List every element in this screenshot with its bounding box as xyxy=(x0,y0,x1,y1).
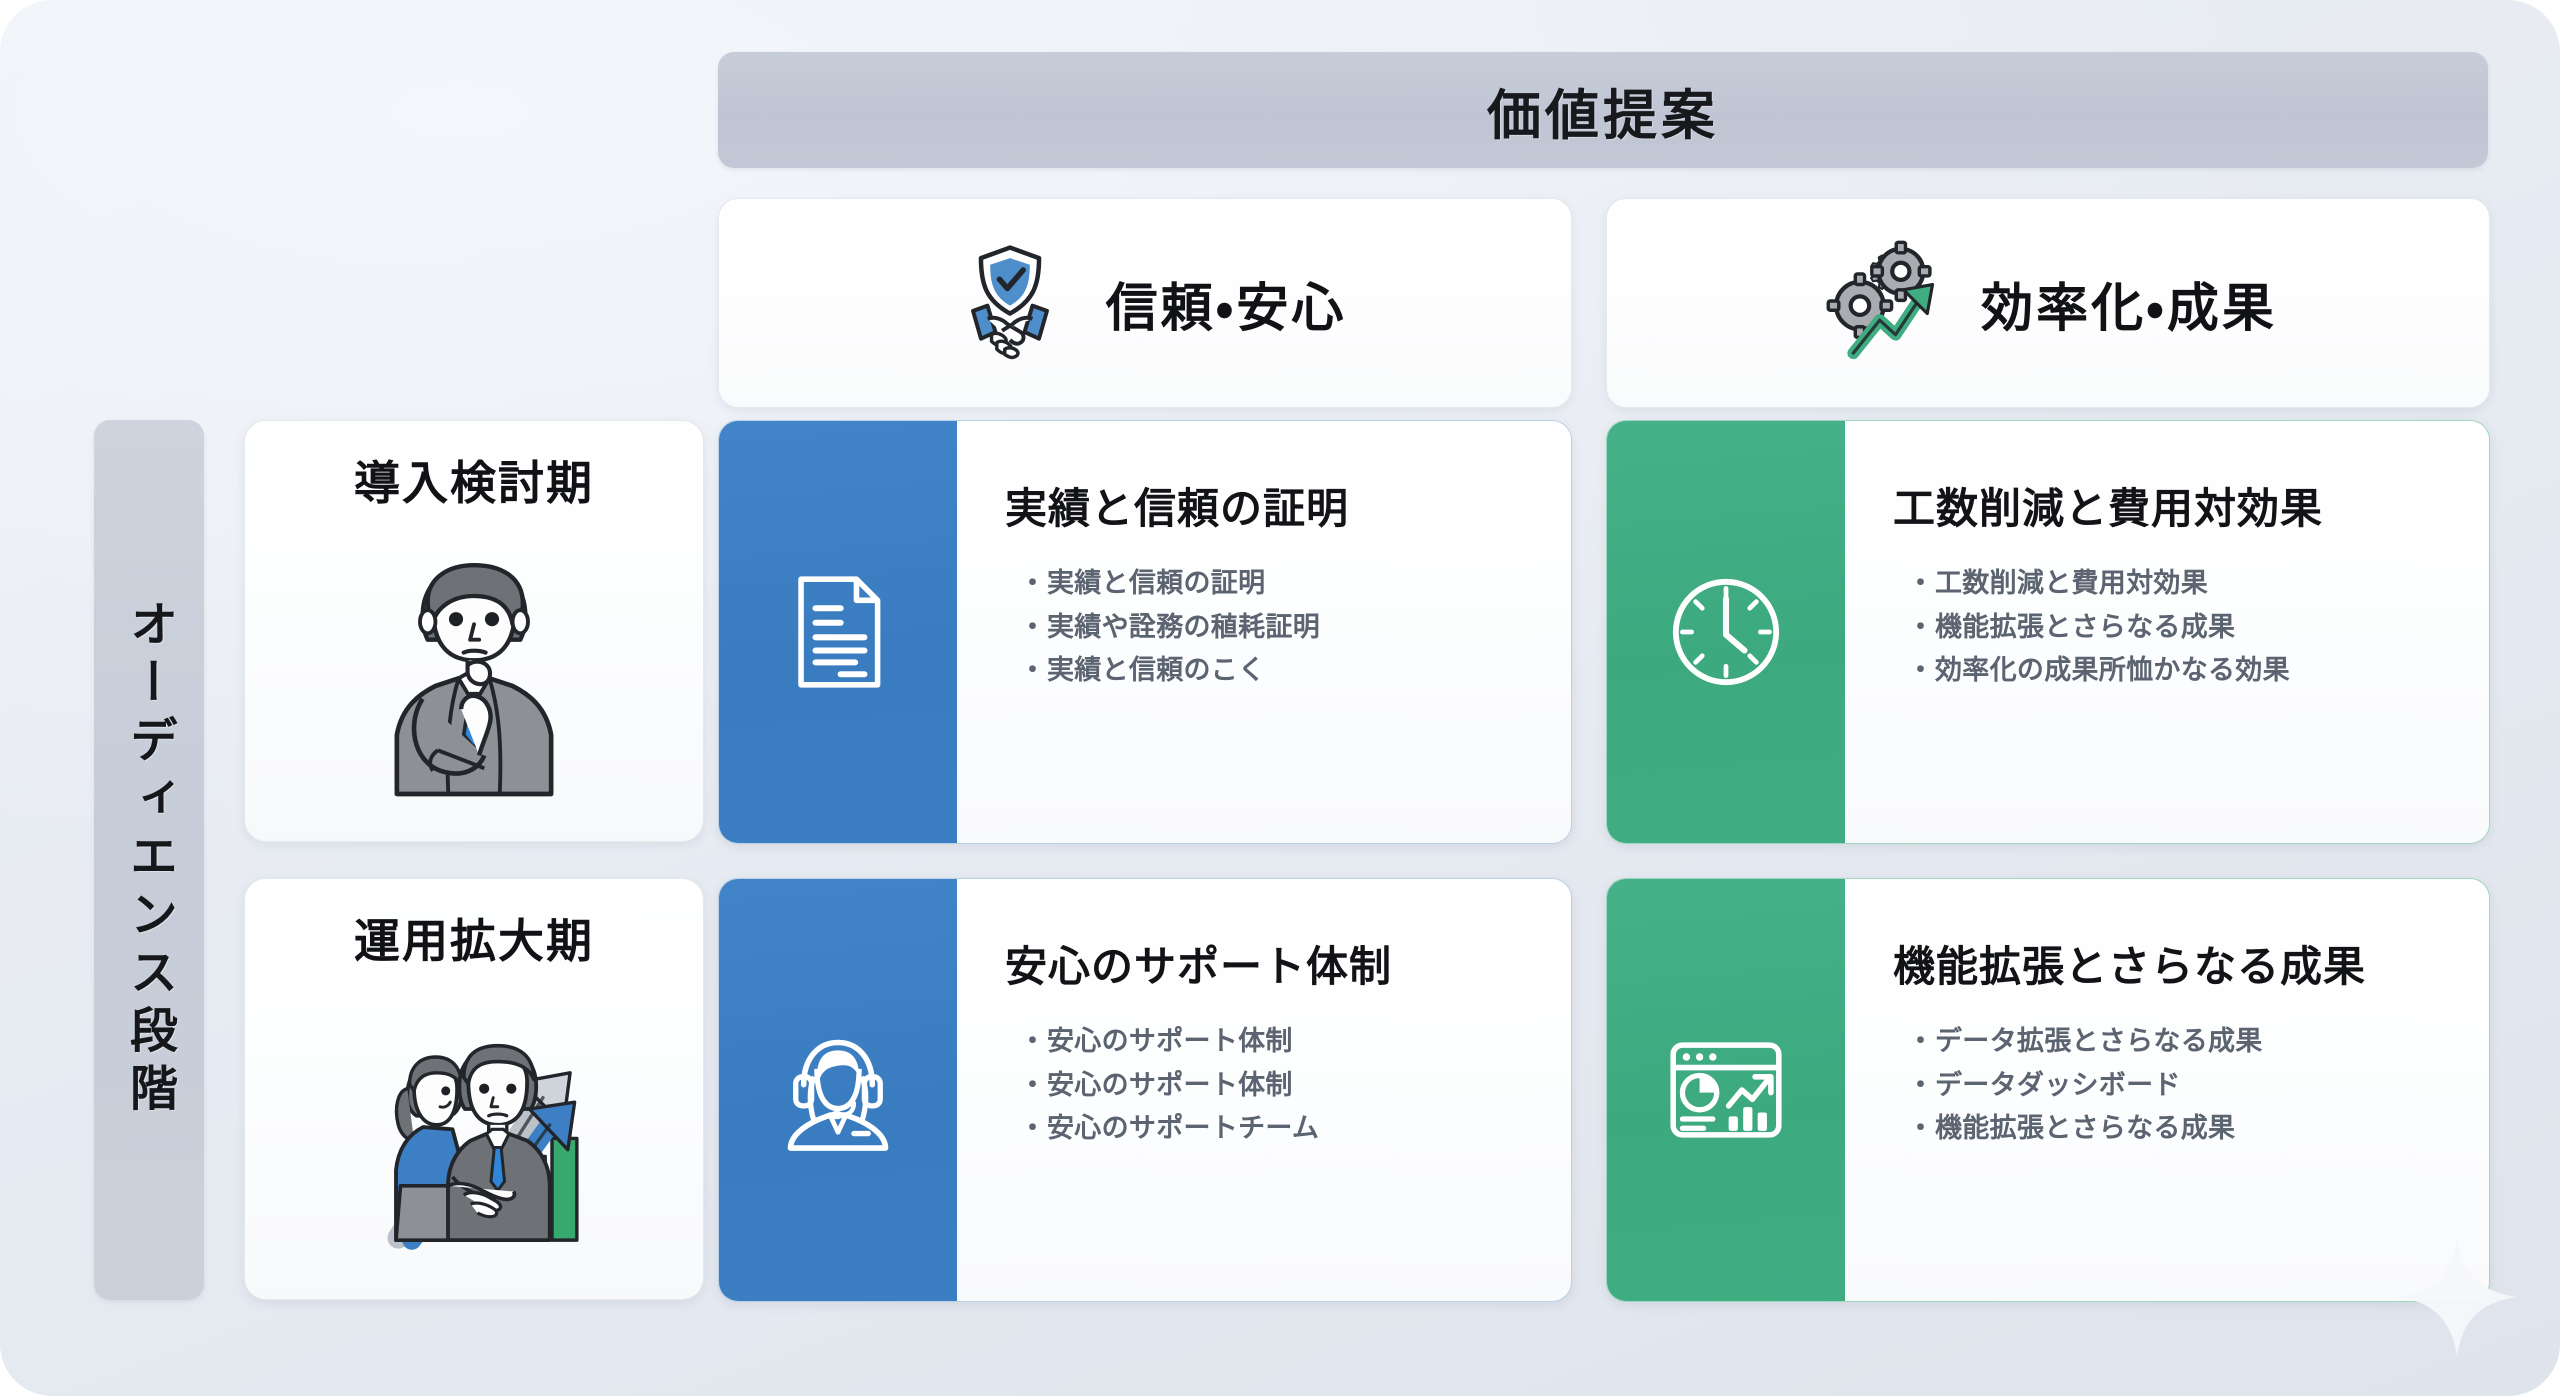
thinking-businessman-illustration xyxy=(245,513,703,841)
cell-title: 安心のサポート体制 xyxy=(1005,942,1393,991)
audience-stage-axis: オーディエンス段階 xyxy=(94,420,204,1300)
bullet-item: 実績や詮務の稙耗証明 xyxy=(1019,606,1531,650)
cell-title: 実績と信頼の証明 xyxy=(1005,484,1350,533)
document-certificate-icon xyxy=(719,421,957,843)
cell-bullet-list: 安心のサポート体制 安心のサポート体制 安心のサポートチーム xyxy=(1005,1020,1531,1151)
cell-bullet-list: 実績と信頼の証明 実績や詮務の稙耗証明 実績と信頼のこく xyxy=(1005,562,1531,693)
handshake-growth-chart-illustration xyxy=(245,971,703,1299)
bullet-item: 安心のサポートチーム xyxy=(1019,1107,1531,1151)
cell-body: 実績と信頼の証明 実績と信頼の証明 実績や詮務の稙耗証明 実績と信頼のこく xyxy=(957,421,1571,843)
column-header-label: 信頼・安心 xyxy=(1105,278,1347,339)
cell-bullet-list: データ拡張とさらなる成果 データダッシボード 機能拡張とさらなる成果 xyxy=(1893,1020,2449,1151)
bullet-item: データ拡張とさらなる成果 xyxy=(1907,1020,2449,1064)
matrix-cell-efficiency-consideration[interactable]: 工数削減と費用対効果 工数削減と費用対効果 機能拡張とさらなる成果 効率化の成果… xyxy=(1606,420,2490,844)
bullet-item: 実績と信頼の証明 xyxy=(1019,562,1531,606)
gears-growth-arrow-icon xyxy=(1819,237,1951,369)
cell-body: 安心のサポート体制 安心のサポート体制 安心のサポート体制 安心のサポートチーム xyxy=(957,879,1571,1301)
bullet-item: 安心のサポート体制 xyxy=(1019,1020,1531,1064)
page-title: 価値提案 xyxy=(1487,83,1719,147)
bullet-item: 実績と信頼のこく xyxy=(1019,649,1531,693)
stage-card-consideration[interactable]: 導入検討期 xyxy=(244,420,704,842)
dashboard-analytics-icon xyxy=(1607,879,1845,1301)
stage-title: 運用拡大期 xyxy=(354,914,594,968)
cell-title: 工数削減と費用対効果 xyxy=(1893,484,2324,533)
support-agent-headset-icon xyxy=(719,879,957,1301)
bullet-item: 機能拡張とさらなる成果 xyxy=(1907,606,2449,650)
shield-handshake-icon xyxy=(944,237,1076,369)
bullet-item: 安心のサポート体制 xyxy=(1019,1064,1531,1108)
cell-bullet-list: 工数削減と費用対効果 機能拡張とさらなる成果 効率化の成果所恤かなる効果 xyxy=(1893,562,2449,693)
stage-card-expansion[interactable]: 運用拡大期 xyxy=(244,878,704,1300)
stage-title: 導入検討期 xyxy=(354,456,594,510)
bullet-item: データダッシボード xyxy=(1907,1064,2449,1108)
value-proposition-header-band: 価値提案 xyxy=(718,52,2488,168)
matrix-cell-trust-consideration[interactable]: 実績と信頼の証明 実績と信頼の証明 実績や詮務の稙耗証明 実績と信頼のこく xyxy=(718,420,1572,844)
cell-title: 機能拡張とさらなる成果 xyxy=(1893,942,2367,991)
matrix-cell-efficiency-expansion[interactable]: 機能拡張とさらなる成果 データ拡張とさらなる成果 データダッシボード 機能拡張と… xyxy=(1606,878,2490,1302)
bullet-item: 効率化の成果所恤かなる効果 xyxy=(1907,649,2449,693)
column-header-label: 効率化・成果 xyxy=(1981,278,2277,339)
bullet-item: 工数削減と費用対効果 xyxy=(1907,562,2449,606)
cell-body: 工数削減と費用対効果 工数削減と費用対効果 機能拡張とさらなる成果 効率化の成果… xyxy=(1845,421,2489,843)
cell-body: 機能拡張とさらなる成果 データ拡張とさらなる成果 データダッシボード 機能拡張と… xyxy=(1845,879,2489,1301)
column-header-efficiency[interactable]: 効率化・成果 xyxy=(1606,198,2490,408)
axis-label-text: オーディエンス段階 xyxy=(121,599,177,1121)
bullet-item: 機能拡張とさらなる成果 xyxy=(1907,1107,2449,1151)
column-header-trust[interactable]: 信頼・安心 xyxy=(718,198,1572,408)
matrix-cell-trust-expansion[interactable]: 安心のサポート体制 安心のサポート体制 安心のサポート体制 安心のサポートチーム xyxy=(718,878,1572,1302)
clock-icon xyxy=(1607,421,1845,843)
